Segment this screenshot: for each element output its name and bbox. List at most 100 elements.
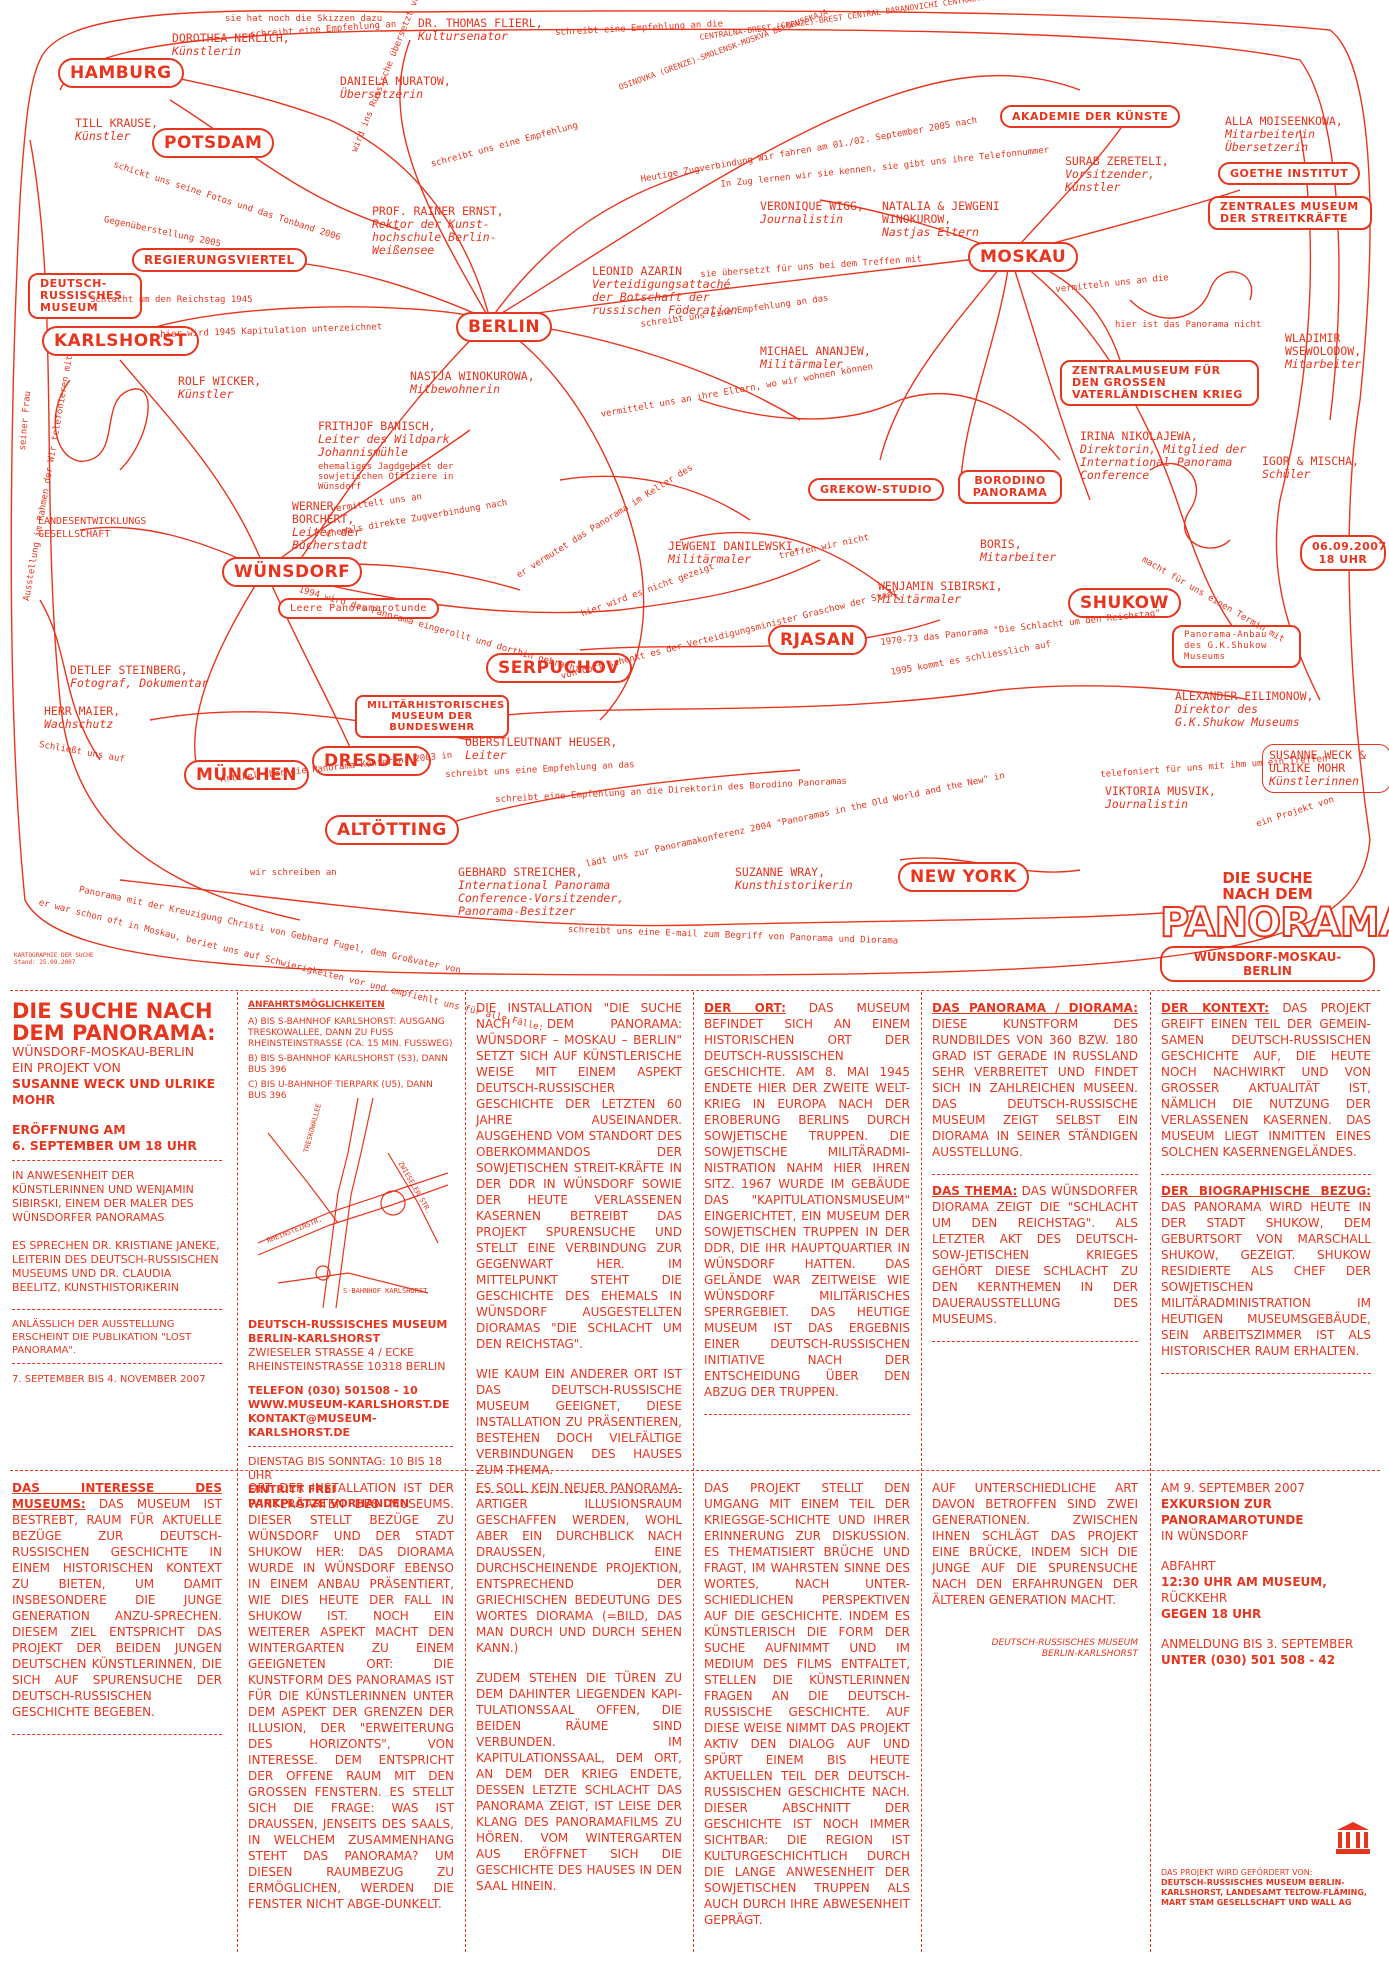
person-winokurow: NATALIA & JEWGENI WINOKUROW,Nastjas Elte…	[882, 199, 1000, 239]
person-streicher: GEBHARD STREICHER,International Panorama…	[458, 865, 625, 918]
departure-time: 12:30 UHR AM MUSEUM,	[1161, 1575, 1327, 1589]
person-ernst: PROF. RAINER ERNST,Rektor der Kunst-hoch…	[372, 204, 504, 257]
return-label: RÜCKKEHR	[1161, 1591, 1228, 1605]
excursion-column: AM 9. SEPTEMBER 2007 EXKURSION ZUR PANOR…	[1161, 1480, 1371, 1668]
column-divider	[465, 992, 466, 1952]
city-shukow: SHUKOW	[1068, 588, 1181, 618]
city-altoetting: ALTÖTTING	[325, 815, 459, 845]
panorama-text: DIESE KUNSTFORM DES RUNDBILDES VON 360 B…	[932, 1017, 1138, 1159]
panorama-logo: DIE SUCHE NACH DEM PANORAMA WÜNSDORF-MOS…	[1159, 870, 1389, 982]
person-igor-mischa: IGOR & MISCHA,Schüler	[1262, 454, 1359, 481]
registration-phone: UNTER (030) 501 508 - 42	[1161, 1653, 1336, 1667]
museum-email-link[interactable]: KONTAKT@MUSEUM-KARLSHORST.DE	[248, 1412, 377, 1439]
city-militaerhistorisches-museum: MILITÄRHISTORISCHES MUSEUM DER BUNDESWEH…	[355, 695, 509, 738]
artists: SUSANNE WECK UND ULRIKE MOHR	[12, 1076, 216, 1107]
person-nastja: NASTJA WINOKUROWA,Mitbewohnerin	[410, 369, 535, 396]
directions-column: ANFAHRTSMÖGLICHKEITEN A) BIS S-BAHNHOF K…	[248, 1000, 453, 1102]
divider	[704, 1414, 910, 1415]
installation-text: DIE INSTALLATION "DIE SUCHE NACH DEM PAN…	[476, 1001, 682, 1351]
excursion-title-2: PANORAMAROTUNDE	[1161, 1513, 1304, 1527]
city-borodino-panorama: BORODINO PANORAMA	[958, 470, 1062, 504]
relation-label: hier ist das Panorama nicht	[1115, 320, 1262, 330]
person-nikolajewa: IRINA NIKOLAJEWA,Direktorin, Mitglied de…	[1080, 429, 1247, 482]
diorama-text: ES SOLL KEIN NEUER PANORAMA-ARTIGER ILLU…	[476, 1481, 682, 1655]
biographic-text: DAS PANORAMA WIRD HEUTE IN DER STADT SHU…	[1161, 1200, 1371, 1358]
place-text: DAS MUSEUM BEFINDET SICH AN EINEM HISTOR…	[704, 1001, 910, 1399]
main-subtitle: WÜNSDORF-MOSKAU-BERLIN	[12, 1044, 195, 1059]
person-wsewolodow: WLADIMIR WSEWOLODOW,Mitarbeiter	[1285, 331, 1362, 371]
parking: PARKPLÄTZE VORHANDEN	[248, 1497, 410, 1510]
museum-emblem-icon	[1335, 1820, 1371, 1856]
city-berlin: BERLIN	[456, 312, 553, 342]
divider	[1161, 1373, 1371, 1374]
biographic-heading: DER BIOGRAPHISCHE BEZUG:	[1161, 1184, 1371, 1198]
divider	[932, 1341, 1138, 1342]
museum-interest-column: DAS INTERESSE DES MUSEUMS: DAS MUSEUM IS…	[12, 1480, 222, 1743]
theme-heading: DAS THEMA:	[932, 1184, 1018, 1198]
location-text: ORT DER INSTALLATION IST DER WINTERGARTE…	[248, 1481, 454, 1911]
location-text-column: ORT DER INSTALLATION IST DER WINTERGARTE…	[248, 1480, 454, 1926]
city-grekow-studio: GREKOW-STUDIO	[808, 478, 945, 501]
museum-phone: TELEFON (030) 501508 - 10	[248, 1384, 418, 1397]
city-hamburg: HAMBURG	[58, 58, 184, 88]
publication-text: ANLÄSSLICH DER AUSSTELLUNG ERSCHEINT DIE…	[12, 1319, 192, 1356]
sponsors-block: DAS PROJEKT WIRD GEFÖRDERT VON: DEUTSCH-…	[1161, 1868, 1376, 1908]
divider	[932, 1174, 1138, 1175]
departure-label: ABFAHRT	[1161, 1559, 1216, 1573]
generations-text: AUF UNTERSCHIEDLICHE ART DAVON BETROFFEN…	[932, 1481, 1138, 1607]
divider-top	[10, 990, 1380, 991]
opening-date: 6. SEPTEMBER UM 18 UHR	[12, 1138, 197, 1153]
city-new-york: NEW YORK	[898, 862, 1029, 892]
installation-column: DIE INSTALLATION "DIE SUCHE NACH DEM PAN…	[476, 1000, 682, 1501]
city-leere-panoramarotunde: Leere Panoramarotunde	[278, 598, 439, 619]
logo-subtitle: WÜNSDORF-MOSKAU-BERLIN	[1160, 946, 1375, 982]
city-panorama-anbau: Panorama-Anbau des G.K.Shukow Museums	[1172, 625, 1301, 668]
context-column: DER KONTEXT: DAS PROJEKT GREIFT EINEN TE…	[1161, 1000, 1371, 1382]
person-krause: TILL KRAUSE,Künstler	[75, 116, 159, 143]
rail-route-label-2: OSINOVKA (GRENZE)-SMOLENSK-MOSKVA BELORU…	[618, 8, 829, 92]
city-karlshorst: KARLSHORST	[42, 326, 200, 356]
city-akademie-der-kuenste: AKADEMIE DER KÜNSTE	[1000, 105, 1181, 128]
panorama-column: DAS PANORAMA / DIORAMA: DIESE KUNSTFORM …	[932, 1000, 1138, 1350]
intro-column: DIE SUCHE NACH DEM PANORAMA: WÜNSDORF-MO…	[12, 1000, 222, 1388]
city-landesentwicklungsgesellschaft: LANDESENTWICKLUNGS GESELLSCHAFT	[38, 516, 147, 540]
presence-text: IN ANWESENHEIT DER KÜNSTLERINNEN UND WEN…	[12, 1169, 194, 1224]
date-badge: 06.09.2007 18 UHR	[1300, 535, 1386, 571]
city-zentralmuseum-vaterlaendischer-krieg: ZENTRALMUSEUM FÜR DEN GROSSEN VATERLÄNDI…	[1060, 360, 1259, 406]
column-divider	[921, 992, 922, 1952]
museum-address: ZWIESELER STRASSE 4 / ECKE RHEINSTEINSTR…	[248, 1346, 446, 1373]
search-cartography-map: CENTRALNA-BREST (GRENZE)-BREST CENTRAL-B…	[10, 0, 1389, 1034]
person-sibirski: WENJAMIN SIBIRSKI,Militärmaler	[878, 579, 1003, 606]
project-discussion-column: DAS PROJEKT STELLT DEN UMGANG MIT EINEM …	[704, 1480, 910, 1942]
person-filimonow: ALEXANDER FILIMONOW,Direktor des G.K.Shu…	[1175, 689, 1314, 729]
street-label: S-BAHNHOF KARLSHORST	[343, 1287, 428, 1295]
installation-text-2: WIE KAUM EIN ANDERER ORT IST DAS DEUTSCH…	[476, 1367, 682, 1477]
city-potsdam: POTSDAM	[152, 128, 275, 158]
column-divider	[693, 992, 694, 1952]
person-zereteli: SURAB ZERETELI,Vorsitzender, Künstler	[1065, 154, 1169, 194]
street-label: RHEINSTEINSTR.	[266, 1215, 324, 1245]
opening-label: ERÖFFNUNG AM	[12, 1122, 126, 1137]
context-heading: DER KONTEXT:	[1161, 1001, 1270, 1015]
logo-title-line2: NACH DEM	[1222, 885, 1313, 903]
context-text: DAS PROJEKT GREIFT EINEN TEIL DER GEMEIN…	[1161, 1001, 1371, 1159]
relation-label: ehemaliges Jagdgebiet der sowjetischen O…	[318, 462, 454, 492]
exhibition-dates: 7. SEPTEMBER BIS 4. NOVEMBER 2007	[12, 1374, 206, 1385]
divider	[12, 1363, 222, 1364]
doors-text: ZUDEM STEHEN DIE TÜREN ZU DEM DAHINTER L…	[476, 1671, 682, 1893]
street-label: TRESKOWALLEE	[302, 1103, 323, 1154]
relation-label: wir schreiben an	[250, 868, 337, 878]
museum-website-link[interactable]: WWW.MUSEUM-KARLSHORST.DE	[248, 1398, 450, 1411]
person-danilewski: JEWGENI DANILEWSKI,Militärmaler	[668, 539, 800, 566]
city-regierungsviertel: REGIERUNGSVIERTEL	[132, 248, 307, 272]
direction-a: A) BIS S-BAHNHOF KARLSHORST: AUSGANG TRE…	[248, 1017, 453, 1049]
relation-label: Schlacht um den Reichstag 1945	[90, 295, 253, 305]
city-serpuchov: SERPUCHOV	[486, 653, 632, 683]
person-wray: SUZANNE WRAY,Kunsthistorikerin	[735, 865, 853, 892]
kartographie-note: KARTOGRAPHIE DER SUCHE Stand: 25.09.2007	[14, 952, 94, 966]
city-goethe-institut: GOETHE INSTITUT	[1218, 162, 1361, 185]
city-dresden: DRESDEN	[312, 746, 431, 776]
divider	[12, 1309, 222, 1310]
